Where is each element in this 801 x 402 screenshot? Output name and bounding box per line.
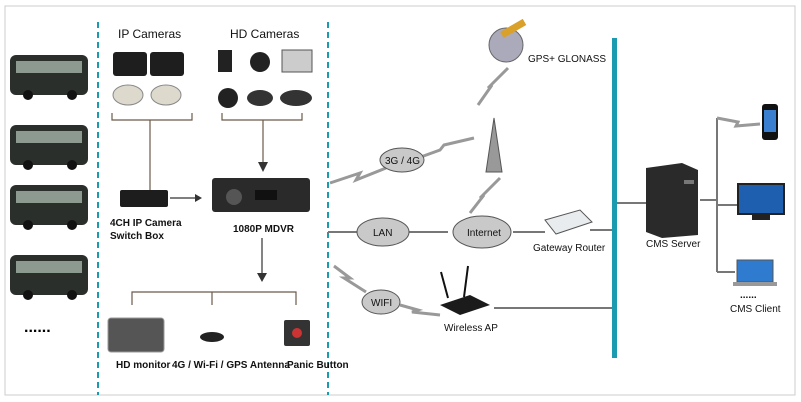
cms-server-icon (646, 163, 698, 238)
internet-cloud: Internet (452, 215, 512, 249)
bus-icon (10, 255, 88, 300)
hd-monitor-label: HD monitor (116, 360, 171, 371)
wifi-label: WIFI (371, 298, 392, 309)
desktop-monitor-icon (737, 183, 785, 215)
lan-label: LAN (373, 228, 392, 239)
wifi-cloud: WIFI (361, 289, 401, 315)
bus-fleet: ...... (10, 55, 88, 336)
client-connector (700, 118, 738, 273)
bus-icon (10, 55, 88, 100)
ip-cameras-connector (111, 113, 193, 190)
wireless-ap-icon (440, 265, 490, 315)
switch-box-icon (120, 190, 168, 207)
cellular-cloud: 3G / 4G (379, 147, 425, 173)
mdvr-label: 1080P MDVR (233, 224, 295, 235)
cms-server-label: CMS Server (646, 239, 701, 250)
arrow-icon (257, 273, 267, 282)
mdvr-icon (212, 178, 310, 212)
server-backbone (612, 38, 617, 358)
hd-monitor-icon (107, 317, 165, 353)
cellular-label: 3G / 4G (385, 156, 420, 167)
ip-cameras-label: IP Cameras (118, 27, 181, 41)
bus-icon (10, 185, 88, 230)
cellular-link (417, 136, 475, 160)
gateway-router-icon (544, 209, 593, 235)
cms-client-ellipsis: ...... (740, 290, 757, 301)
hd-camera-icons (218, 49, 313, 108)
antenna-label: 4G / Wi-Fi / GPS Antenna (172, 360, 290, 371)
cms-client-label: CMS Client (730, 304, 781, 315)
switch-box-label-2: Switch Box (110, 231, 164, 242)
internet-label: Internet (467, 228, 501, 239)
wifi-link (399, 303, 441, 317)
tower-internet-link (468, 176, 502, 214)
hd-cameras-label: HD Cameras (230, 27, 299, 41)
gps-label: GPS+ GLONASS (528, 54, 606, 65)
antenna-icon (200, 332, 224, 342)
cellular-link (329, 166, 387, 185)
panic-button-label: Panic Button (287, 360, 349, 371)
gateway-router-label: Gateway Router (533, 243, 606, 254)
gps-satellite-icon (488, 27, 524, 63)
bus-icon (10, 125, 88, 170)
wifi-link (333, 264, 367, 294)
switch-box-label-1: 4CH IP Camera (110, 218, 182, 229)
wireless-ap-label: Wireless AP (444, 323, 498, 334)
arrow-icon (258, 162, 268, 172)
peripherals-connector (131, 291, 297, 305)
arrow-icon (195, 194, 202, 202)
mobile-link (716, 116, 761, 128)
more-buses-ellipsis: ...... (24, 319, 51, 336)
ip-camera-icons (112, 52, 184, 106)
hd-cameras-connector (221, 113, 303, 165)
laptop-icon (736, 259, 774, 283)
gps-link (476, 66, 510, 106)
cell-tower-icon (485, 117, 503, 173)
lan-cloud: LAN (356, 217, 410, 247)
